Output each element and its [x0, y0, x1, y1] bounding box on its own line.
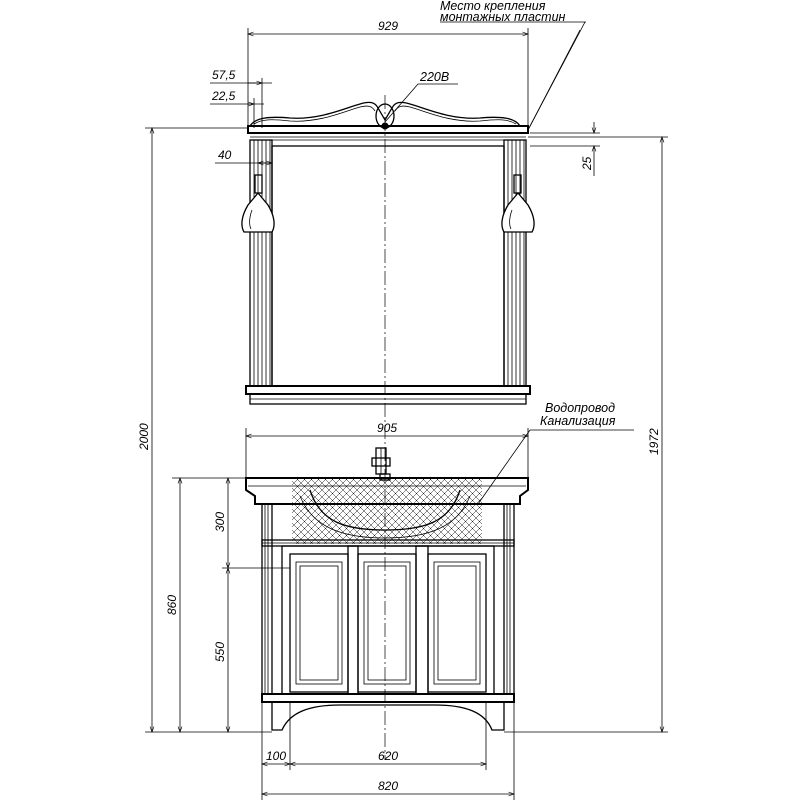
dim-550-label: 550: [213, 642, 227, 662]
faucet-icon: [371, 447, 391, 481]
door-left: [289, 553, 349, 693]
dim-860-label: 860: [165, 595, 179, 615]
dim-vanity-top-width: [246, 428, 528, 478]
door-center: [357, 553, 417, 693]
dim-100-label: 100: [266, 749, 286, 763]
dim-mirror-offsets: [210, 78, 272, 163]
vanity-left-leg: [261, 503, 273, 695]
dim-22-5-label: 22,5: [211, 89, 236, 103]
door-right: [427, 553, 487, 693]
dim-sink-height: [222, 478, 290, 568]
dim-929-label: 929: [378, 19, 398, 33]
dim-300-label: 300: [213, 512, 227, 532]
mirror-glass: [271, 145, 505, 387]
dim-820-label: 820: [378, 779, 398, 793]
dim-2000-label: 2000: [137, 423, 151, 451]
dim-25: [530, 122, 600, 176]
water-label: Водопровод: [545, 401, 615, 415]
dim-vanity-height: [172, 478, 246, 732]
vanity-assembly: [245, 447, 529, 731]
dim-620-label: 620: [378, 749, 398, 763]
mount-note-line2: монтажных пластин: [440, 10, 566, 24]
basin-countertop: [245, 477, 529, 505]
right-lamp-icon: [501, 174, 535, 233]
mount-note-line1: Место крепления: [440, 0, 546, 13]
dim-40-label: 40: [218, 148, 232, 162]
mirror-bottom-shelf: [245, 385, 531, 395]
dim-mirror-width: [248, 28, 528, 128]
mirror-left-pilaster: [249, 139, 273, 387]
voltage-label: 220В: [419, 70, 449, 84]
dim-mirror-top-height: [504, 137, 668, 732]
dim-total-height: [145, 128, 272, 732]
bottom-rail: [261, 693, 515, 703]
plinth-base: [271, 702, 505, 731]
left-lamp-icon: [241, 174, 275, 233]
dim-bottom-widths: [262, 702, 514, 800]
dim-25-label: 25: [580, 156, 594, 171]
mirror-assembly: [241, 101, 535, 405]
dim-905-label: 905: [377, 421, 397, 435]
vanity-right-leg: [503, 503, 515, 695]
dim-57-5-label: 57,5: [212, 68, 236, 82]
sewer-label: Канализация: [540, 414, 616, 428]
basin-hatch: [292, 478, 482, 544]
dim-1972-label: 1972: [647, 428, 661, 455]
mirror-right-pilaster: [503, 139, 527, 387]
cabinet-body: [281, 545, 495, 695]
